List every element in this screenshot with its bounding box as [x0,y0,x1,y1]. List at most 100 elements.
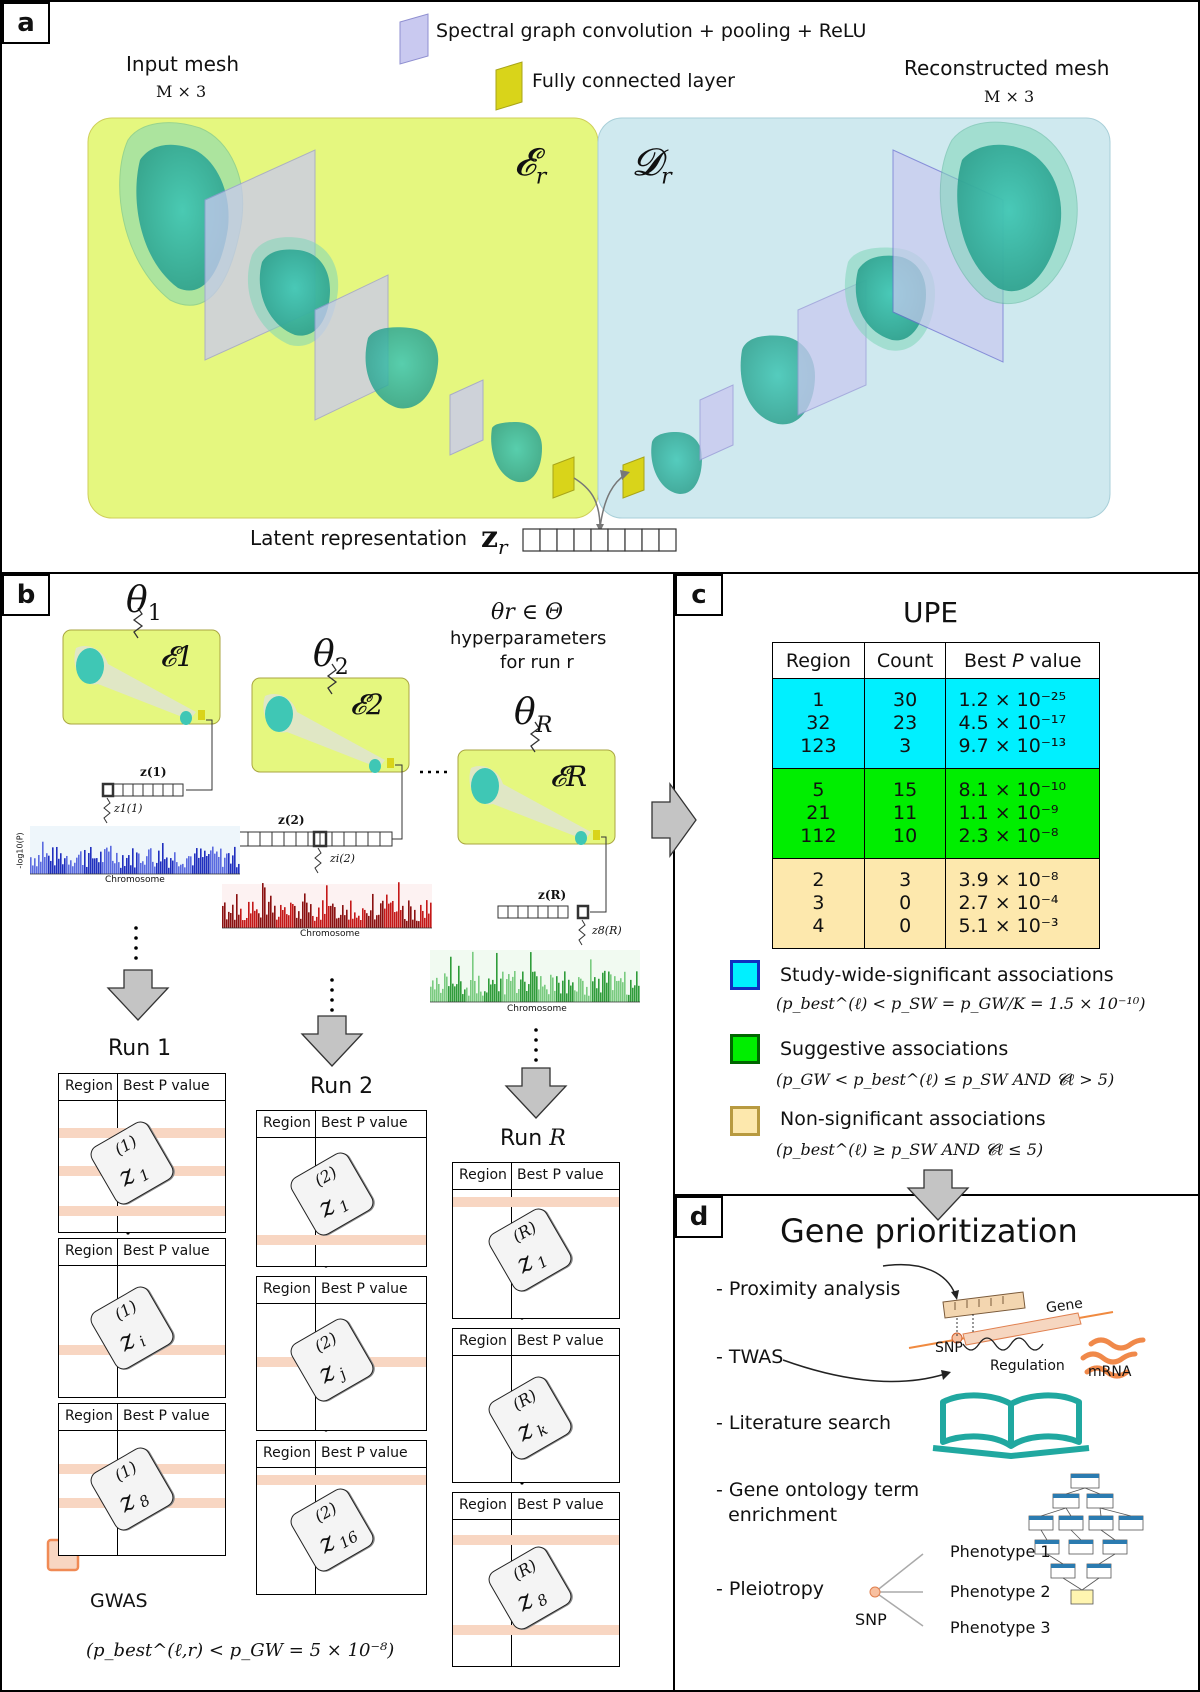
manhattan-bar [236,894,238,928]
manhattan-bar [340,914,342,928]
manhattan-bar [144,864,146,874]
manhattan-bar [200,848,202,874]
manhattan-bar [354,912,356,928]
latent-vector [522,528,677,552]
method-enrichment: enrichment [716,1504,838,1526]
manhattan-bar [620,978,622,1002]
manhattan-bar [34,858,36,874]
legend-swatch-suggestive [730,1034,760,1064]
manhattan-bar [154,866,156,874]
encoder-symbol: 𝓔r [514,140,547,190]
encoder-2-symbol: 𝓔2 [350,688,384,721]
manhattan-bar [110,845,112,874]
manhattan-bar [60,853,62,874]
manhattan-bar [102,862,104,874]
manhattan-bar [346,909,348,928]
manhattan-bar [242,920,244,928]
manhattan-bar [260,917,262,928]
manhattan-bar [360,920,362,928]
manhattan-bar [138,853,140,874]
manhattan-bar [508,974,510,1002]
manhattan-bar [50,860,52,874]
manhattan-bar [414,909,416,928]
mrna-icon [1080,1337,1146,1379]
gene-prioritization-title: Gene prioritization [780,1212,1078,1250]
legend-swatch-nonsignificant [730,1106,760,1136]
manhattan-bar [494,984,496,1002]
manhattan-bar [556,976,558,1002]
manhattan-bar [284,907,286,928]
manhattan-bar [628,994,630,1002]
manhattan-bar [638,985,640,1002]
manhattan-bar [250,913,252,928]
manhattan-bar [608,971,610,1002]
header-count: Count [863,642,947,679]
manhattan-bar [124,866,126,874]
manhattan-bar [308,912,310,928]
manhattan-bar [456,984,458,1002]
manhattan-bar [288,915,290,928]
manhattan-bar [196,848,198,874]
panel-c-label: c [675,574,723,616]
latent-representation-label: Latent representation [250,526,468,550]
manhattan-bar [610,974,612,1002]
manhattan-bar [384,908,386,928]
manhattan-bar [372,893,374,928]
run-2-title: Run 2 [310,1074,374,1099]
ruler-icon [942,1291,1026,1319]
fc-layer-legend-icon [495,61,523,111]
manhattan-bar [426,900,428,928]
manhattan-bar [232,855,234,874]
manhattan-bar [228,911,230,928]
manhattan-bar [234,846,236,874]
manhattan-bar [58,858,60,874]
manhattan-bar [512,976,514,1002]
manhattan-bar [540,976,542,1002]
manhattan-bar [274,905,276,928]
manhattan-bar [408,900,410,928]
manhattan-bar [70,860,72,874]
manhattan-bar [542,986,544,1002]
encoder-conv-layer-3 [449,379,484,456]
manhattan-bar [470,980,472,1002]
manhattan-bar [476,993,478,1002]
manhattan-bar [170,858,172,874]
manhattan-bar [316,916,318,928]
encoder-box-R [457,749,616,845]
encoder-R-symbol: 𝓔R [550,760,588,793]
decoder-mesh-2 [740,335,815,425]
manhattan-bar [238,863,240,874]
manhattan-bar [398,882,400,928]
manhattan-bar [370,910,372,928]
manhattan-bar [306,902,308,928]
phenotype-3-label: Phenotype 3 [950,1618,1051,1637]
manhattan-bar [338,917,340,928]
manhattan-bar [76,857,78,874]
proximity-arrow [882,1263,956,1295]
manhattan-bar [72,866,74,874]
manhattan-bar [42,841,44,874]
twas-arrow [782,1359,946,1383]
manhattan-bar [348,919,350,928]
manhattan-bar [364,909,366,928]
manhattan-bar [224,857,226,874]
manhattan-bar [302,901,304,928]
manhattan-bar [292,903,294,928]
encoder-fc-layer [552,456,575,499]
manhattan-bar [478,975,480,1002]
manhattan-bar [480,991,482,1002]
manhattan-bar [40,861,42,874]
manhattan-bar [390,902,392,928]
manhattan-bar [202,857,204,874]
manhattan-bar [522,971,524,1002]
manhattan-bar [548,994,550,1002]
manhattan-bar [234,919,236,928]
manhattan-plot-run2 [222,882,432,929]
manhattan-bar [576,991,578,1002]
manhattan-bar [36,866,38,874]
manhattan-bar [544,984,546,1002]
manhattan-bar [566,993,568,1002]
